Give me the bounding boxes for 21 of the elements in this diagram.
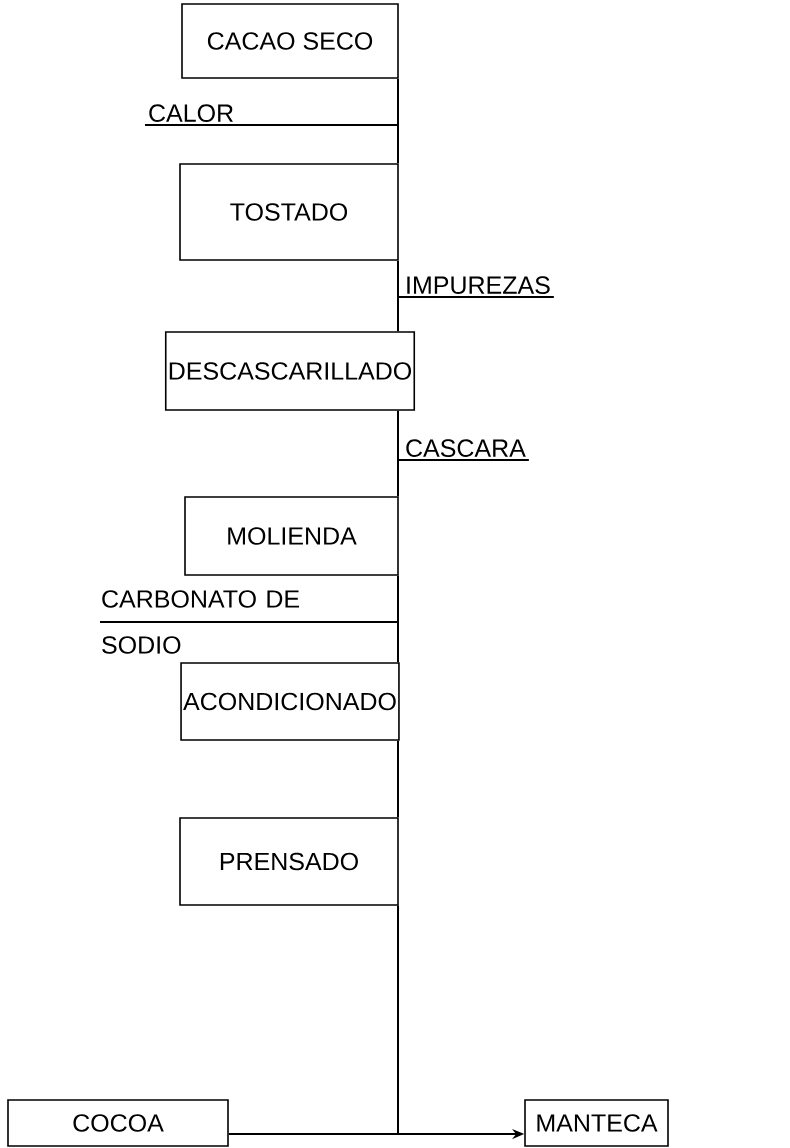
- connector-line: [397, 259, 399, 333]
- process-box: CACAO SECO: [181, 3, 399, 79]
- connector-line: [144, 124, 399, 126]
- process-box: TOSTADO: [179, 163, 399, 261]
- connector-line: [397, 296, 555, 298]
- connector-line: [397, 77, 399, 165]
- process-box: ACONDICIONADO: [180, 662, 400, 741]
- connector-line: [99, 621, 399, 623]
- input-label: IMPUREZAS: [407, 276, 550, 294]
- input-label: CASCARA: [406, 439, 526, 457]
- input-label: CALOR: [149, 104, 233, 122]
- connector-line: [397, 574, 399, 664]
- input-label: CARBONATO DE SODIO: [102, 590, 300, 654]
- connector-line: [397, 409, 399, 498]
- process-box: PRENSADO: [179, 817, 399, 906]
- process-box: MANTECA: [524, 1099, 669, 1147]
- process-box: COCOA: [7, 1099, 229, 1147]
- process-box: MOLIENDA: [184, 496, 399, 576]
- process-box: DESCASCARILLADO: [164, 331, 416, 411]
- connector-line: [397, 739, 399, 819]
- connector-line: [397, 459, 530, 461]
